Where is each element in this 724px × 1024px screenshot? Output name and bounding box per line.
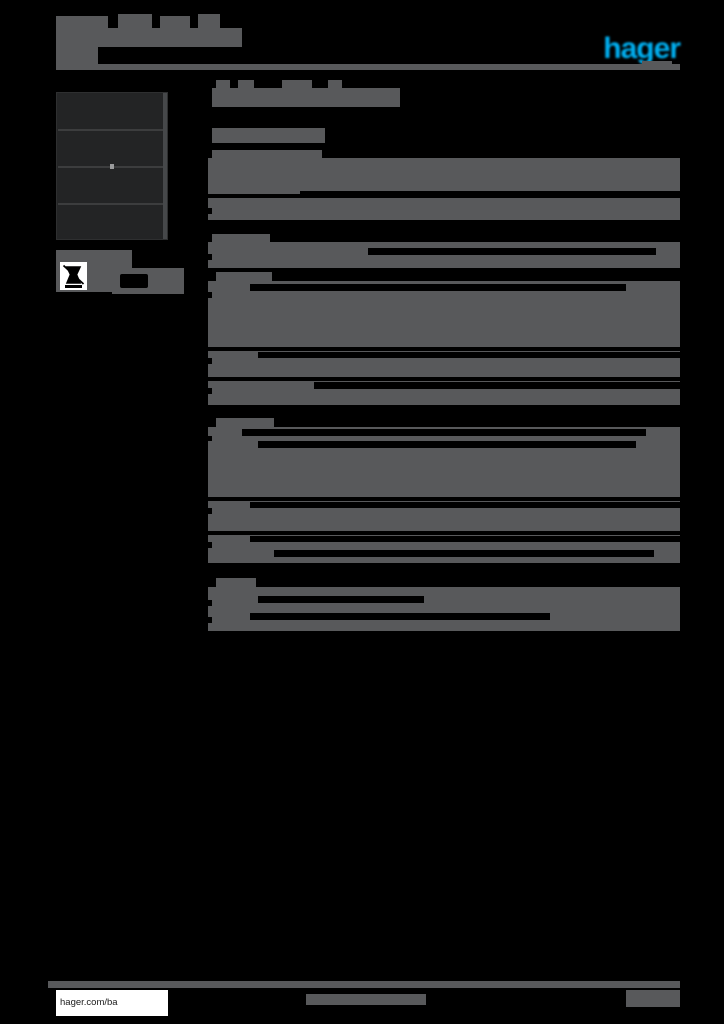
section-body <box>208 427 680 497</box>
section-body <box>208 158 680 194</box>
header-title-fragment <box>160 16 190 28</box>
section-heading <box>216 418 274 427</box>
section-heading <box>212 150 322 158</box>
page-title <box>212 88 400 107</box>
footer-divider <box>48 981 680 988</box>
page-subtitle <box>212 128 325 143</box>
row-gap <box>258 441 636 448</box>
label-tick <box>208 508 212 514</box>
row-gap <box>250 284 626 291</box>
header-title-fragment <box>198 14 220 28</box>
weee-label-cutout <box>120 274 148 288</box>
product-seam <box>58 203 163 205</box>
header-title-line <box>56 28 242 47</box>
product-led-indicator <box>110 164 114 169</box>
row-gap <box>242 429 646 436</box>
header-title-line <box>56 47 98 69</box>
row-gap <box>258 352 680 358</box>
section-body <box>208 198 680 220</box>
section-heading <box>216 272 272 281</box>
footer-url[interactable]: hager.com/ba <box>56 990 168 1016</box>
header-title-fragment <box>56 16 108 28</box>
footer-center-text <box>306 994 426 1005</box>
label-tick <box>208 600 212 606</box>
doc-title-fragment <box>216 80 230 88</box>
label-tick <box>208 388 212 394</box>
hager-logo: hager <box>603 32 681 65</box>
section-heading <box>216 578 256 587</box>
row-gap <box>250 502 680 508</box>
section-body <box>208 587 680 631</box>
section-body <box>208 242 680 268</box>
row-gap <box>250 536 680 542</box>
footer-center-text-2 <box>384 999 420 1005</box>
footer-page-number <box>626 990 680 1007</box>
doc-title-fragment <box>282 80 312 88</box>
product-photo <box>56 92 168 240</box>
label-tick <box>208 208 212 214</box>
header-title-fragment <box>148 28 170 34</box>
row-gap <box>250 613 550 620</box>
label-tick <box>208 617 212 623</box>
product-seam <box>58 129 163 131</box>
row-gap <box>258 596 424 603</box>
label-tick <box>208 254 212 260</box>
section-heading <box>212 234 270 242</box>
section-body <box>208 281 680 347</box>
weee-block <box>56 250 184 294</box>
doc-title-fragment <box>238 80 254 88</box>
row-gap <box>300 191 680 198</box>
label-tick <box>208 542 212 548</box>
label-tick <box>208 358 212 364</box>
row-gap <box>274 550 654 557</box>
header-title-fragment <box>118 14 152 28</box>
product-edge <box>163 93 167 239</box>
row-gap <box>314 382 680 389</box>
row-gap <box>208 436 212 441</box>
header-divider <box>56 64 680 70</box>
row-gap <box>368 248 656 255</box>
row-gap <box>208 292 212 298</box>
weee-crossed-bin-icon <box>60 262 87 290</box>
doc-title-fragment <box>328 80 342 88</box>
